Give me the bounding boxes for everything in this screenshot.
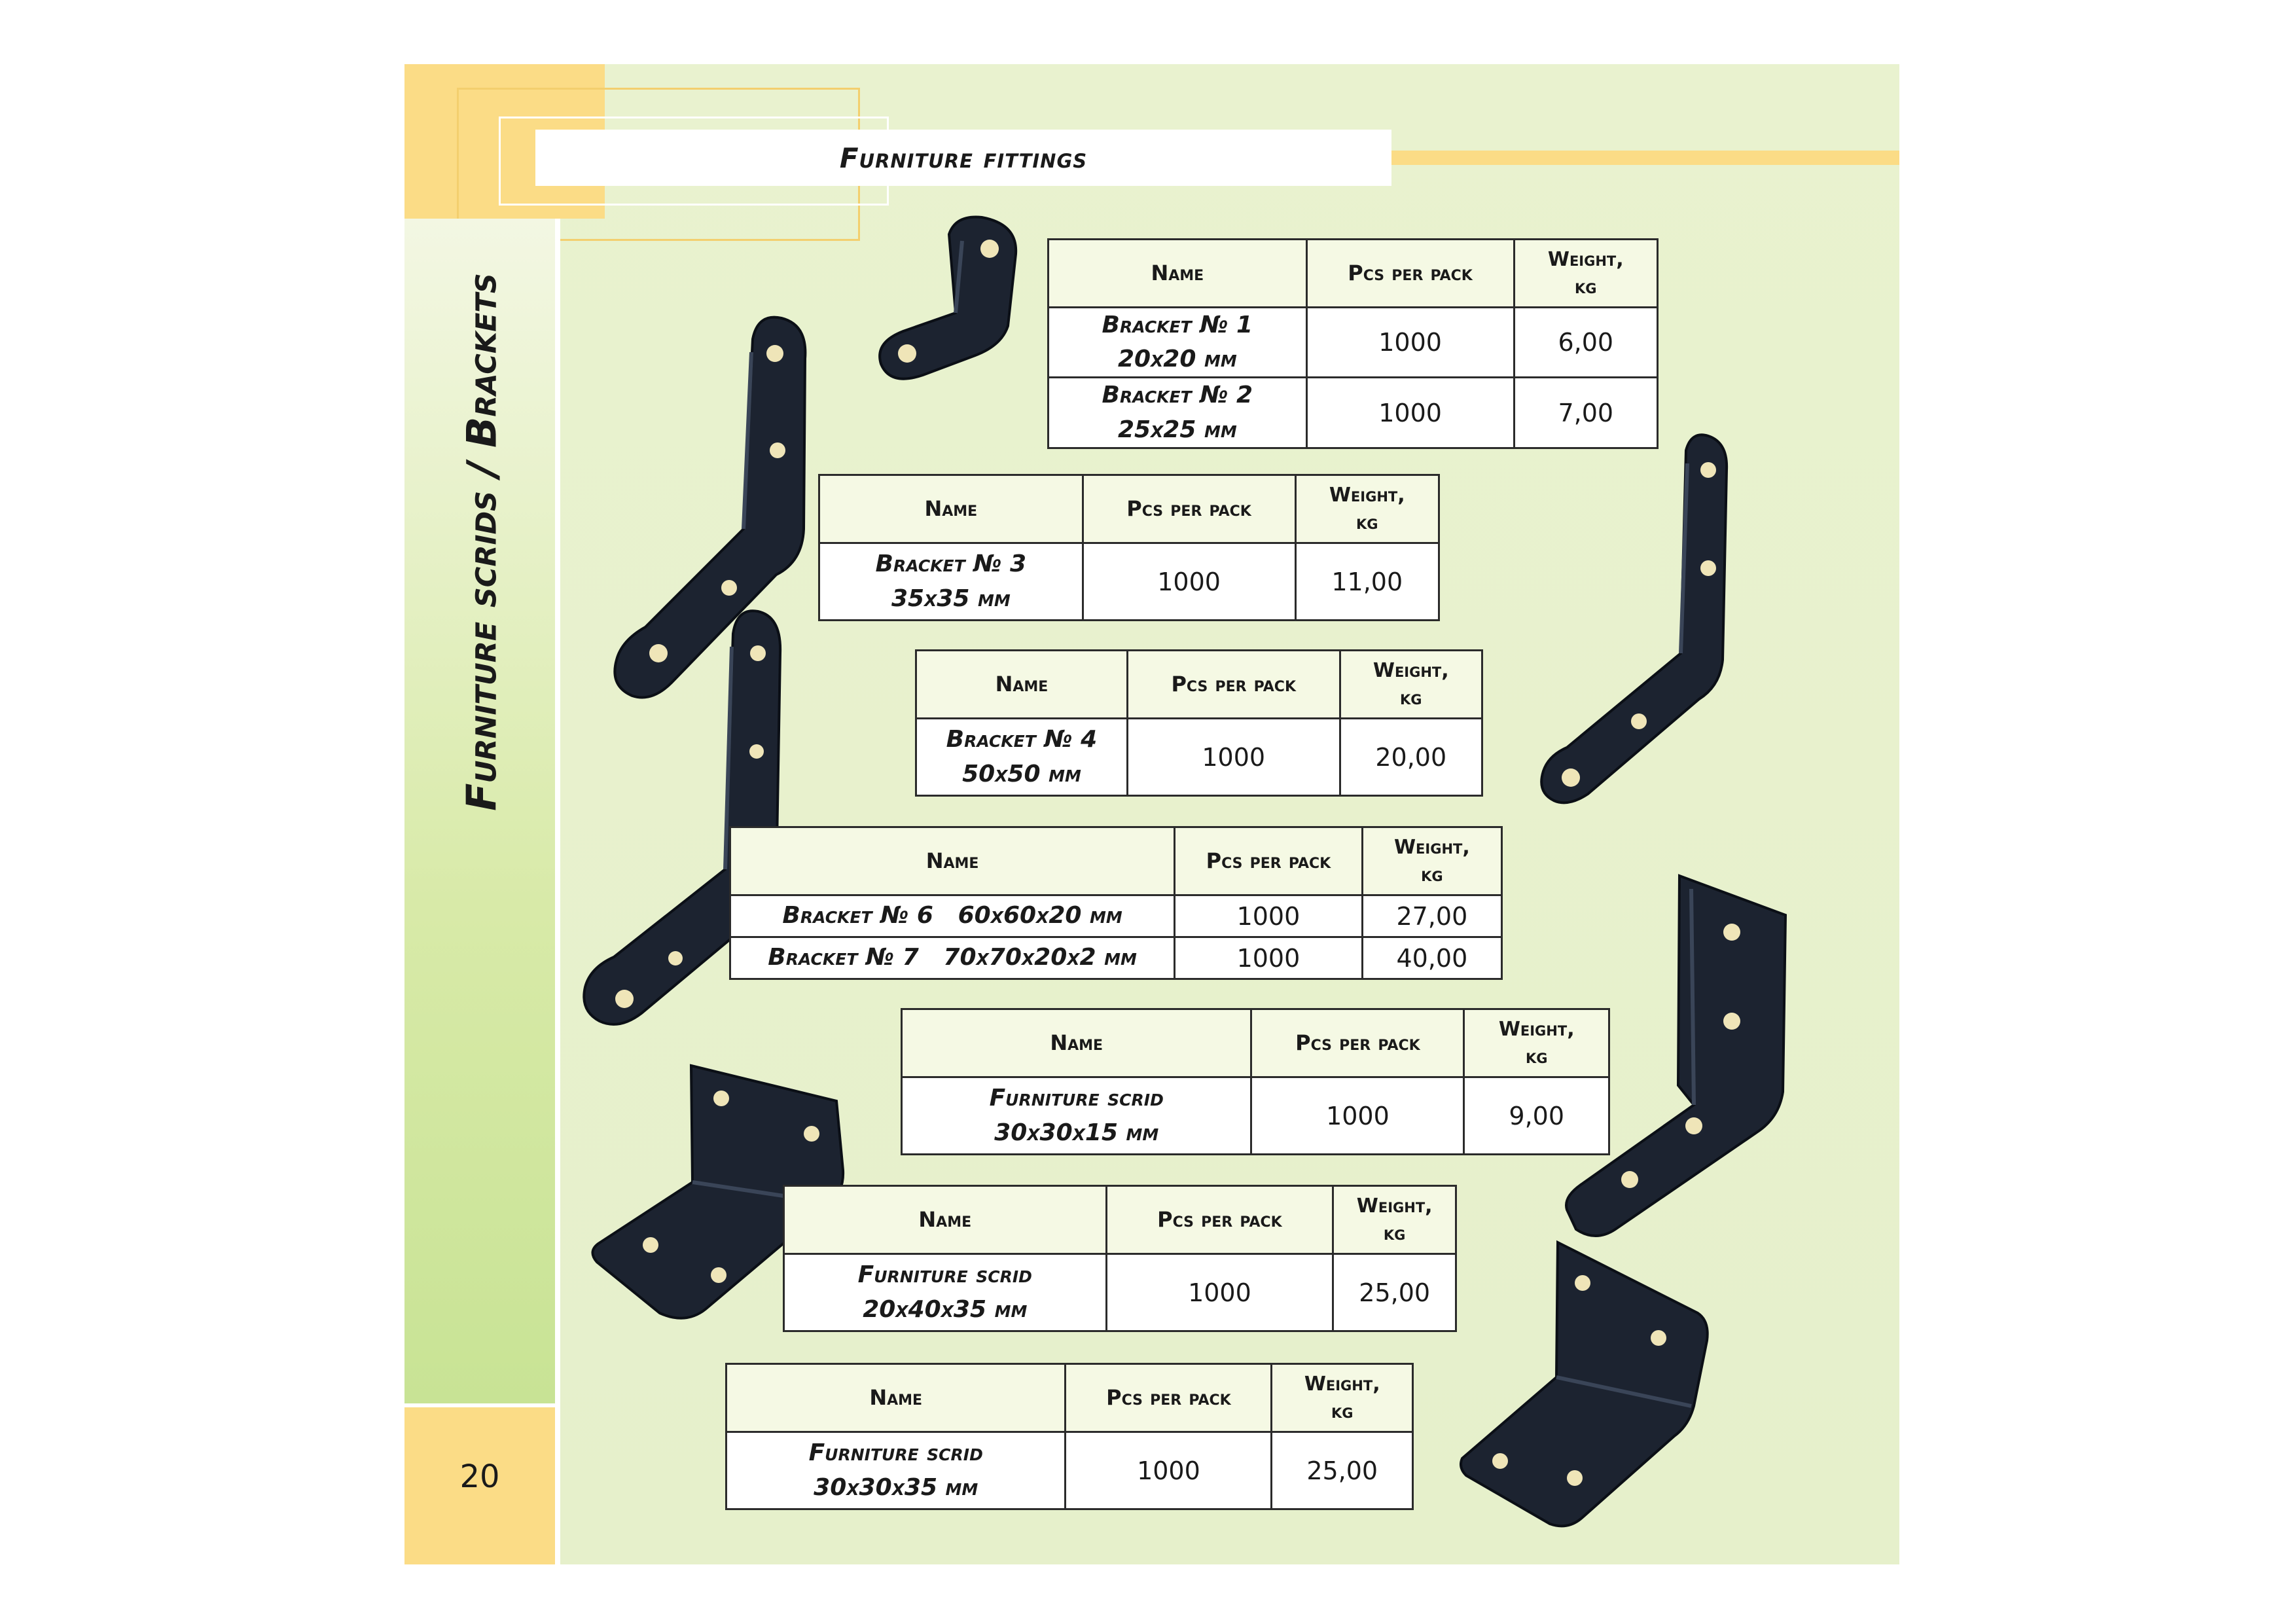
product-name: Bracket № 7 70x70x20x2 mm	[728, 936, 1176, 980]
pcs-per-pack: 1000	[1305, 306, 1515, 379]
catalog-page: Furniture fittings Furniture scrids / Br…	[404, 64, 1899, 1564]
header-name: Name	[725, 1363, 1067, 1433]
weight-kg: 7,00	[1513, 376, 1659, 449]
table-row: Bracket № 6 60x60x20 mm 1000 27,00	[728, 894, 1503, 938]
pcs-per-pack: 1000	[1064, 1431, 1273, 1510]
weight-kg: 27,00	[1361, 894, 1503, 938]
pcs-per-pack: 1000	[1305, 376, 1515, 449]
page-number-divider	[404, 1403, 555, 1407]
product-name: Bracket № 6 60x60x20 mm	[728, 894, 1176, 938]
header-pcs: Pcs per pack	[1250, 1008, 1465, 1078]
spec-table-bracket-6-7: Name Pcs per pack Weight,kg Bracket № 6 …	[728, 826, 1503, 980]
header-pcs: Pcs per pack	[1174, 826, 1363, 896]
header-weight: Weight,kg	[1463, 1008, 1610, 1078]
header-bar: Furniture fittings	[535, 130, 1391, 186]
pcs-per-pack: 1000	[1174, 936, 1363, 980]
header-name: Name	[900, 1008, 1253, 1078]
bracket-3-image	[613, 316, 807, 699]
weight-kg: 40,00	[1361, 936, 1503, 980]
weight-kg: 25,00	[1270, 1431, 1414, 1510]
bracket-1-image	[878, 215, 1018, 380]
table-row: Bracket № 7 70x70x20x2 mm 1000 40,00	[728, 936, 1503, 980]
page-title: Furniture fittings	[839, 141, 1088, 174]
header-weight: Weight,kg	[1361, 826, 1503, 896]
header-pcs: Pcs per pack	[1305, 238, 1515, 308]
pcs-per-pack: 1000	[1105, 1253, 1335, 1332]
pcs-per-pack: 1000	[1250, 1076, 1465, 1155]
header-pcs: Pcs per pack	[1081, 474, 1297, 544]
pcs-per-pack: 1000	[1126, 717, 1341, 797]
header-name: Name	[1047, 238, 1308, 308]
page-number-band	[404, 1407, 555, 1564]
header-weight: Weight,kg	[1270, 1363, 1414, 1433]
header-weight: Weight,kg	[1338, 649, 1484, 719]
weight-kg: 11,00	[1294, 542, 1440, 621]
bracket-2-image	[1540, 433, 1729, 804]
spec-table-scrid-20x40x35: Name Pcs per pack Weight,kg Furniture sc…	[783, 1185, 1457, 1332]
weight-kg: 6,00	[1513, 306, 1659, 379]
weight-kg: 25,00	[1332, 1253, 1457, 1332]
scrid-30x30x15-image	[1565, 874, 1787, 1237]
section-title: Furniture scrids / Brackets	[457, 273, 506, 811]
sidebar-band	[404, 219, 555, 1470]
header-weight: Weight,kg	[1513, 238, 1659, 308]
pcs-per-pack: 1000	[1174, 894, 1363, 938]
weight-kg: 20,00	[1338, 717, 1484, 797]
header-name: Name	[915, 649, 1128, 719]
header-weight: Weight,kg	[1332, 1185, 1457, 1255]
header-name: Name	[728, 826, 1176, 896]
spec-table-scrid-30x30x15: Name Pcs per pack Weight,kg Furniture sc…	[900, 1008, 1610, 1155]
weight-kg: 9,00	[1463, 1076, 1610, 1155]
header-weight: Weight,kg	[1294, 474, 1440, 544]
page-number: 20	[459, 1458, 500, 1495]
spec-table-scrid-30x30x35: Name Pcs per pack Weight,kg Furniture sc…	[725, 1363, 1414, 1510]
scrid-30x30x35-image	[1460, 1240, 1709, 1528]
header-name: Name	[818, 474, 1084, 544]
header-pcs: Pcs per pack	[1126, 649, 1341, 719]
sidebar-divider	[555, 219, 560, 1564]
header-pcs: Pcs per pack	[1064, 1363, 1273, 1433]
header-name: Name	[783, 1185, 1107, 1255]
header-pcs: Pcs per pack	[1105, 1185, 1335, 1255]
header-stripe	[1391, 151, 1899, 165]
pcs-per-pack: 1000	[1081, 542, 1297, 621]
